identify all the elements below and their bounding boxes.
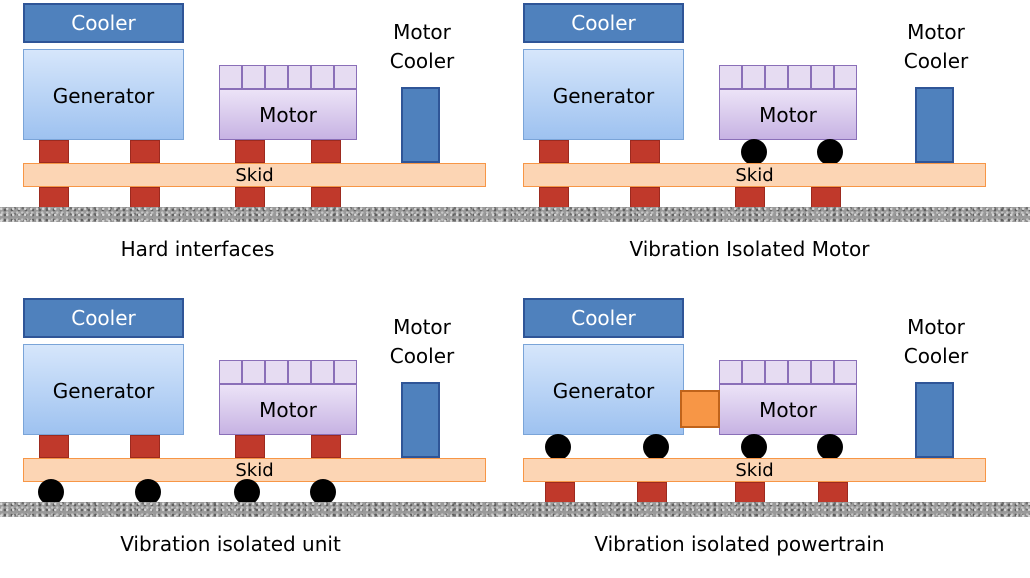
panel-caption: Vibration isolated powertrain bbox=[594, 532, 885, 556]
skid-label: Skid bbox=[235, 164, 274, 186]
generator-cooler-label: Cooler bbox=[571, 306, 636, 330]
motor-label: Motor bbox=[259, 102, 317, 127]
motor-cooling-fins bbox=[219, 65, 357, 89]
generator: Generator bbox=[23, 49, 184, 140]
hard-mount bbox=[130, 187, 160, 208]
hard-mount bbox=[39, 140, 69, 163]
motor: Motor bbox=[719, 384, 857, 435]
ground bbox=[500, 207, 1030, 222]
skid: Skid bbox=[523, 458, 986, 482]
hard-mount bbox=[235, 140, 265, 163]
isolator bbox=[545, 434, 571, 460]
ground bbox=[0, 502, 515, 517]
hard-mount bbox=[39, 187, 69, 208]
generator: Generator bbox=[523, 344, 684, 435]
motor-cooler-label-line2: Cooler bbox=[389, 49, 455, 73]
motor-cooler-label-line1: Motor bbox=[393, 20, 451, 44]
hard-mount bbox=[637, 482, 667, 503]
skid-label: Skid bbox=[235, 459, 274, 481]
skid: Skid bbox=[23, 458, 486, 482]
panel-caption: Vibration isolated unit bbox=[120, 532, 341, 556]
isolator bbox=[310, 479, 336, 505]
hard-mount bbox=[311, 140, 341, 163]
generator-cooler: Cooler bbox=[23, 3, 184, 43]
isolator bbox=[817, 139, 843, 165]
motor-cooler-label-line1: Motor bbox=[907, 315, 965, 339]
generator-label: Generator bbox=[52, 84, 155, 108]
hard-mount bbox=[630, 140, 660, 163]
isolator bbox=[741, 139, 767, 165]
generator-cooler: Cooler bbox=[523, 3, 684, 43]
hard-mount bbox=[818, 482, 848, 503]
ground bbox=[0, 207, 515, 222]
generator: Generator bbox=[523, 49, 684, 140]
generator-cooler: Cooler bbox=[523, 298, 684, 338]
skid-label: Skid bbox=[735, 459, 774, 481]
hard-mount bbox=[311, 435, 341, 458]
isolator bbox=[643, 434, 669, 460]
hard-mount bbox=[311, 187, 341, 208]
motor-cooler-label-line1: Motor bbox=[393, 315, 451, 339]
motor-cooler bbox=[915, 382, 954, 458]
motor-cooler bbox=[401, 382, 440, 458]
motor-cooler-label-line2: Cooler bbox=[903, 344, 969, 368]
hard-mount bbox=[539, 140, 569, 163]
hard-mount bbox=[735, 482, 765, 503]
generator-cooler-label: Cooler bbox=[71, 11, 136, 35]
generator: Generator bbox=[23, 344, 184, 435]
motor-cooler-label-line1: Motor bbox=[907, 20, 965, 44]
motor-label: Motor bbox=[759, 102, 817, 127]
motor-label: Motor bbox=[759, 397, 817, 422]
hard-mount bbox=[235, 187, 265, 208]
hard-mount bbox=[545, 482, 575, 503]
generator-cooler-label: Cooler bbox=[571, 11, 636, 35]
motor-cooler bbox=[401, 87, 440, 163]
motor-cooler bbox=[915, 87, 954, 163]
isolator bbox=[741, 434, 767, 460]
isolator bbox=[817, 434, 843, 460]
hard-mount bbox=[39, 435, 69, 458]
isolator bbox=[234, 479, 260, 505]
generator-cooler-label: Cooler bbox=[71, 306, 136, 330]
motor: Motor bbox=[719, 89, 857, 140]
isolator bbox=[38, 479, 64, 505]
hard-mount bbox=[630, 187, 660, 208]
hard-mount bbox=[130, 435, 160, 458]
motor-cooler-label-line2: Cooler bbox=[903, 49, 969, 73]
skid: Skid bbox=[523, 163, 986, 187]
hard-mount bbox=[539, 187, 569, 208]
motor-label: Motor bbox=[259, 397, 317, 422]
isolator bbox=[135, 479, 161, 505]
motor: Motor bbox=[219, 89, 357, 140]
generator-cooler: Cooler bbox=[23, 298, 184, 338]
hard-mount bbox=[735, 187, 765, 208]
motor-cooling-fins bbox=[219, 360, 357, 384]
motor-cooling-fins bbox=[719, 65, 857, 89]
motor-cooling-fins bbox=[719, 360, 857, 384]
ground bbox=[500, 502, 1030, 517]
generator-label: Generator bbox=[552, 84, 655, 108]
hard-mount bbox=[130, 140, 160, 163]
skid-label: Skid bbox=[735, 164, 774, 186]
motor: Motor bbox=[219, 384, 357, 435]
shaft-coupling bbox=[680, 390, 720, 428]
generator-label: Generator bbox=[552, 379, 655, 403]
panel-caption: Vibration Isolated Motor bbox=[629, 237, 870, 261]
panel-caption: Hard interfaces bbox=[120, 237, 275, 261]
generator-label: Generator bbox=[52, 379, 155, 403]
motor-cooler-label-line2: Cooler bbox=[389, 344, 455, 368]
skid: Skid bbox=[23, 163, 486, 187]
hard-mount bbox=[235, 435, 265, 458]
hard-mount bbox=[811, 187, 841, 208]
